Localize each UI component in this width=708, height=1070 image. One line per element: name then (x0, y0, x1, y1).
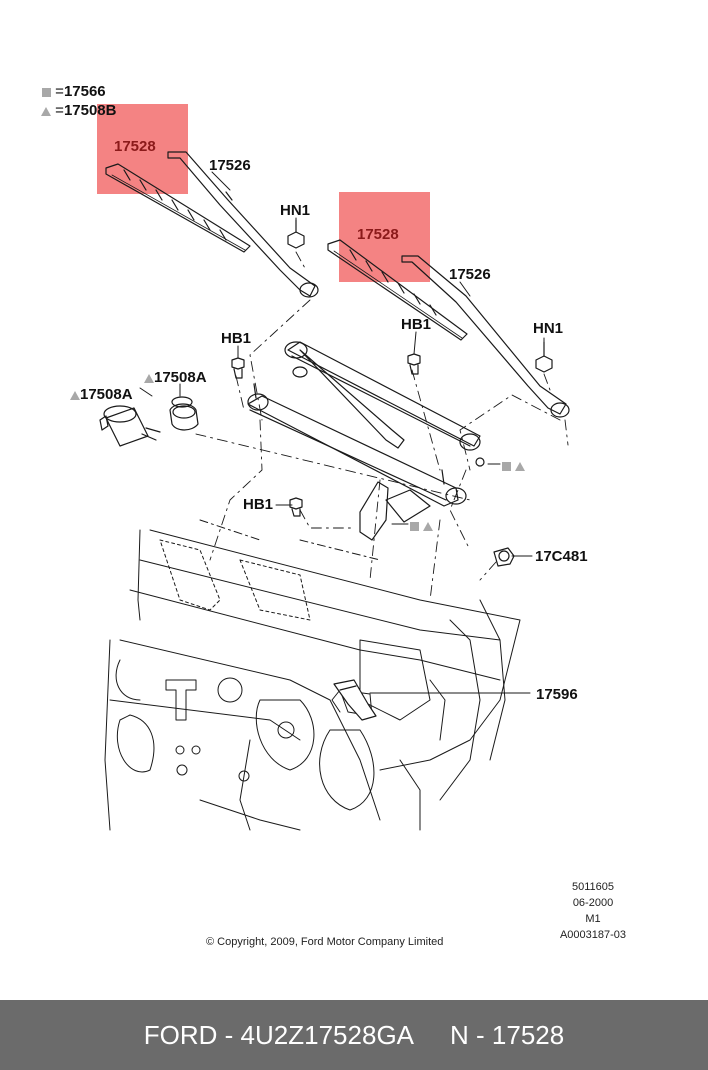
label-grommet: 17508A (144, 370, 207, 385)
label-arm-left: 17526 (209, 157, 251, 174)
push-pin (493, 547, 515, 567)
triangle-symbol-icon (144, 373, 154, 383)
wiper-linkage (247, 341, 485, 541)
triangle-symbol-icon (41, 106, 51, 116)
label-blade-left[interactable]: 17528 (114, 138, 156, 155)
label-motor-text: 17508A (80, 386, 133, 403)
square-symbol-icon (410, 522, 419, 532)
triangle-symbol-icon (423, 522, 434, 532)
square-symbol-icon (502, 462, 511, 472)
legend-triangle-value: 17508B (63, 102, 117, 119)
marker-symbols-lower (410, 518, 434, 536)
wiper-linkage-drawing (99, 151, 570, 831)
footer-ref: N - 17528 (450, 1019, 565, 1050)
drawing-info: 5011605 06-2000 M1 A0003187-03 (548, 879, 638, 943)
info-line-4: A0003187-03 (559, 929, 627, 941)
triangle-symbol-icon (515, 462, 526, 472)
label-nut-left: HN1 (280, 202, 311, 219)
copyright: © Copyright, 2009, Ford Motor Company Li… (206, 936, 444, 948)
wiper-arm-right (401, 255, 570, 418)
label-bracket: 17596 (536, 686, 578, 703)
label-bolt-lower: HB1 (243, 496, 274, 513)
leader-lines (139, 171, 545, 694)
grommet (169, 396, 199, 431)
info-line-3: M1 (585, 913, 601, 925)
bolt-lower (289, 497, 303, 517)
info-line-1: 5011605 (571, 881, 614, 893)
info-line-2: 06-2000 (572, 897, 614, 909)
legend-square: =17566 (42, 84, 106, 99)
bracket (333, 679, 377, 721)
wiper-blade-left (105, 163, 251, 253)
label-arm-right: 17526 (449, 266, 491, 283)
legend-triangle: =17508B (41, 103, 116, 118)
label-grommet-text: 17508A (154, 369, 207, 386)
cowl-panel (104, 519, 521, 831)
wiper-motor (99, 405, 161, 447)
wiper-arm-left (167, 151, 319, 298)
triangle-symbol-icon (70, 390, 80, 400)
bolt-upper-left (231, 357, 245, 379)
alignment-lines (195, 251, 569, 601)
diagram-stage: =17566 =17508B 17528 17528 17526 17526 H… (41, 84, 638, 948)
label-blade-right[interactable]: 17528 (357, 226, 399, 243)
label-pushpin: 17C481 (535, 548, 588, 565)
label-bolt-upper-right: HB1 (401, 316, 432, 333)
label-bolt-upper-left: HB1 (221, 330, 252, 347)
legend-equals-2: = (55, 102, 64, 119)
legend-equals: = (55, 83, 64, 100)
legend-square-value: 17566 (63, 83, 106, 100)
wiper-blade-right (327, 239, 468, 341)
label-motor: 17508A (70, 387, 133, 402)
label-nut-right: HN1 (533, 320, 564, 337)
part-number-footer: FORD - 4U2Z17528GA N - 17528 (0, 1000, 708, 1070)
bolt-upper-right (407, 353, 421, 375)
footer-brand-part: FORD - 4U2Z17528GA (143, 1019, 415, 1050)
marker-symbols-right (502, 458, 526, 476)
square-symbol-icon (42, 87, 51, 97)
